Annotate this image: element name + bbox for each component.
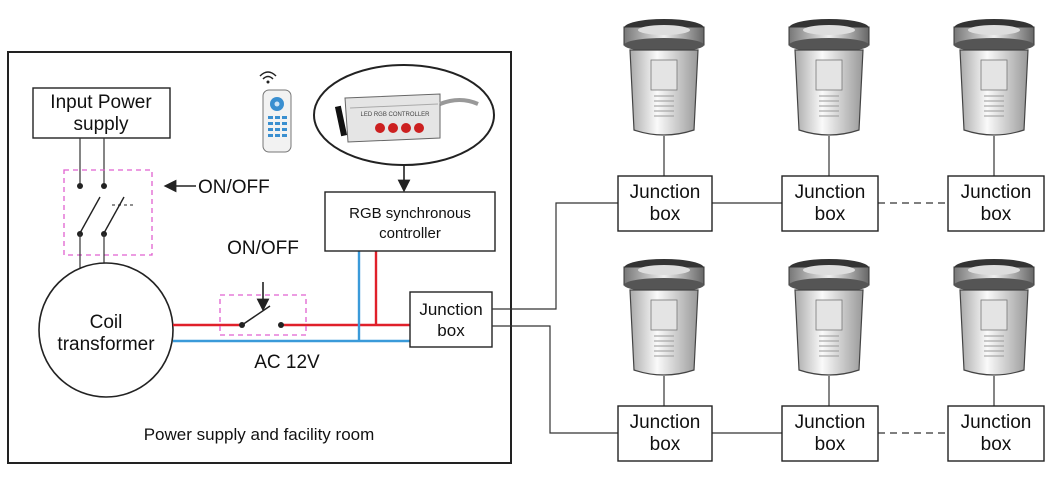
lamp-junction-label: Junction [630,182,701,203]
lamp-icon-3 [953,18,1035,136]
controller-label-1: RGB synchronous [349,205,471,222]
inline-switch-blade [241,305,271,326]
lamp-junction-label: box [815,434,846,455]
lamp-junction-label: Junction [795,412,866,433]
main-switch-label: ON/OFF [198,177,270,198]
lamp-junction-label: Junction [795,182,866,203]
lamp-junction-box-4 [617,405,713,462]
main-switch-box [63,169,153,256]
lamp-junction-label: box [650,434,681,455]
lamp-icon-4 [623,258,705,376]
lamp-junction-box-3 [947,175,1045,232]
lamp-junction-box-5 [781,405,879,462]
lamp-junction-label: box [650,204,681,225]
rgb-controller-device-icon: LED RGB CONTROLLER [313,64,495,166]
lamp-junction-box-1 [617,175,713,232]
lamp-junction-label: Junction [630,412,701,433]
lamp-junction-label: box [981,204,1012,225]
controller-label-2: controller [379,225,441,242]
main-switch-blade-1 [79,196,101,234]
lamp-junction-label: box [815,204,846,225]
lamp-junction-box-6 [947,405,1045,462]
facility-room-border [7,51,512,464]
svg-text:LED RGB CONTROLLER: LED RGB CONTROLLER [360,112,430,118]
lamp-icon-6 [953,258,1035,376]
transformer-label-1: Coil [90,312,123,333]
main-junction-label-2: box [437,321,465,340]
voltage-label: AC 12V [254,352,320,373]
lamp-icon-5 [788,258,870,376]
input-power-label-2: supply [74,114,129,135]
remote-control-icon [259,71,292,153]
room-caption: Power supply and facility room [144,425,375,444]
transformer-label-2: transformer [57,334,155,355]
transformer-circle [38,262,174,398]
main-junction-box [409,291,493,348]
lamp-junction-label: Junction [961,412,1032,433]
input-power-label-1: Input Power [50,92,152,113]
main-switch-blade-2 [103,196,125,234]
lamp-junction-box-2 [781,175,879,232]
inline-switch-label: ON/OFF [227,238,299,259]
lamp-junction-label: box [981,434,1012,455]
input-power-box [32,87,171,139]
lamp-icon-2 [788,18,870,136]
main-junction-label-1: Junction [419,300,482,319]
controller-box [324,191,496,252]
lamp-junction-label: Junction [961,182,1032,203]
lamp-icon-1 [623,18,705,136]
